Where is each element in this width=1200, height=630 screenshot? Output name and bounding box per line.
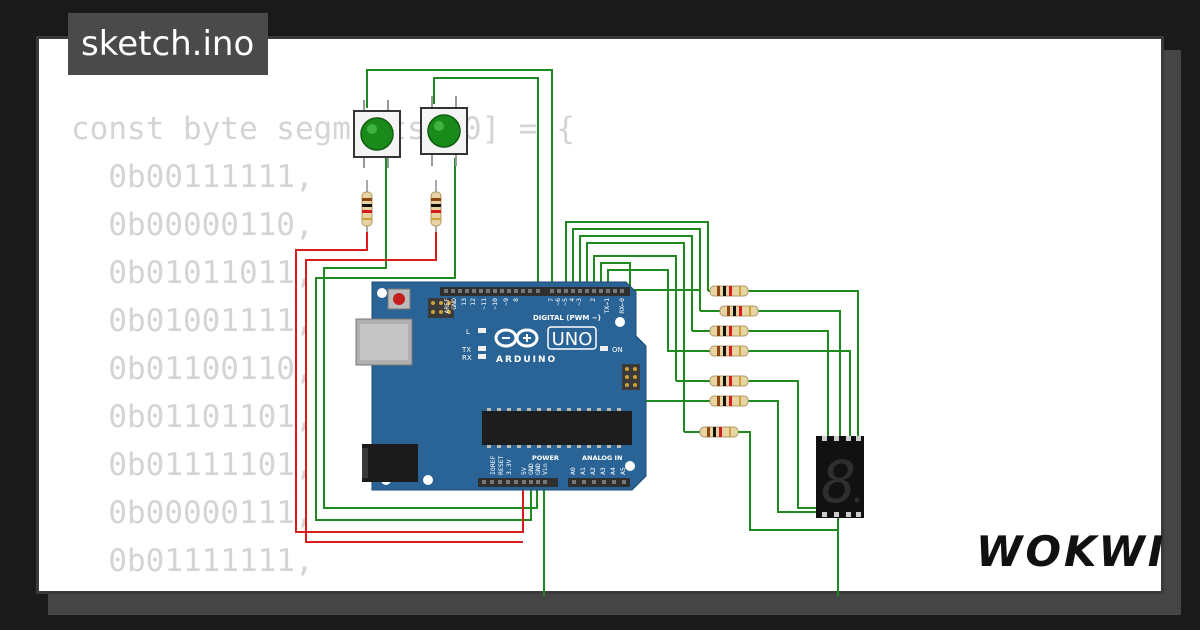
- pin-label: 2: [589, 298, 597, 302]
- power-pin-label: 5V: [520, 467, 528, 475]
- resistor-segment-b[interactable]: [719, 305, 759, 317]
- board-model: UNO: [552, 329, 593, 350]
- wires: [295, 69, 859, 596]
- wire-pin3[interactable]: [593, 255, 677, 381]
- code-line: 0b01111111,: [71, 543, 314, 579]
- resistor-segment-c[interactable]: [709, 325, 749, 337]
- led-l-label: L: [466, 328, 470, 336]
- resistor-segment-f[interactable]: [709, 395, 749, 407]
- power-pin-label: RESET: [497, 455, 505, 475]
- wire-button1-pin[interactable]: [366, 69, 553, 292]
- power-pin-label: 3.3V: [505, 459, 513, 475]
- microcontroller-chip: [482, 411, 632, 445]
- pin-label: ~10: [491, 298, 499, 310]
- code-line: 0b01111101,: [71, 447, 314, 483]
- digital-label: DIGITAL (PWM ~): [533, 314, 601, 322]
- pin-label: ~6: [554, 298, 562, 306]
- analog-pin-label: A0: [569, 467, 577, 475]
- code-line: 0b01100110,: [71, 351, 314, 387]
- code-line: 0b00000110,: [71, 207, 314, 243]
- wire-seg-b[interactable]: [758, 310, 841, 438]
- led-on: [600, 346, 608, 351]
- pin-label: 13: [460, 298, 468, 306]
- analog-pin-label: A1: [579, 467, 587, 475]
- seven-segment-display[interactable]: 8: [816, 436, 864, 518]
- pin-label: ~5: [561, 298, 569, 306]
- digital-header[interactable]: [440, 287, 630, 296]
- led-rx-label: RX: [462, 354, 472, 362]
- pin-label: 8: [512, 298, 520, 302]
- code-line: 0b01001111,: [71, 303, 314, 339]
- power-pin-label: IOREF: [489, 455, 497, 475]
- code-line: 0b01101101,: [71, 399, 314, 435]
- power-jack: [362, 444, 418, 482]
- wire-5v-2[interactable]: [305, 230, 523, 543]
- wire-pin1[interactable]: [607, 269, 710, 352]
- wire-res1-gnd[interactable]: [323, 158, 538, 509]
- wire-pin6[interactable]: [572, 228, 701, 311]
- led-tx: [478, 346, 486, 351]
- wire-pin2[interactable]: [600, 262, 700, 292]
- power-pin-label: Vin: [541, 463, 549, 475]
- wire-seg-e[interactable]: [748, 380, 818, 509]
- pin-label: ~11: [480, 298, 488, 310]
- file-name-tab[interactable]: sketch.ino: [68, 13, 269, 75]
- wire-res2-gnd[interactable]: [315, 158, 532, 521]
- resistor-segment-a[interactable]: [709, 285, 749, 297]
- power-label: POWER: [532, 454, 559, 462]
- led-on-label: ON: [612, 346, 623, 354]
- analog-pin-label: A3: [599, 467, 607, 475]
- pin-label: 4: [568, 298, 576, 302]
- wire-seg-a[interactable]: [748, 290, 859, 438]
- analog-pin-label: A5: [619, 467, 627, 475]
- pin-label: TX→1: [603, 298, 611, 314]
- resistor-segment-g[interactable]: [699, 426, 739, 438]
- wire-seg-c[interactable]: [748, 330, 829, 438]
- pin-label: RX←0: [618, 298, 626, 314]
- power-pin-label: GND: [534, 463, 542, 475]
- analog-label: ANALOG IN: [582, 454, 622, 462]
- pin-label: GND: [450, 298, 458, 310]
- led-l: [478, 328, 486, 333]
- wire-pin7[interactable]: [565, 221, 709, 292]
- wire-pin4[interactable]: [586, 242, 685, 432]
- resistor-segment-d[interactable]: [709, 345, 749, 357]
- board-name: ARDUINO: [496, 355, 557, 365]
- pin-label: AREF: [443, 298, 451, 314]
- arduino-uno-board[interactable]: AREF GND 13 12 ~11 ~10 ~9 8 7 ~6 ~5 4 ~3…: [355, 281, 647, 491]
- wire-5v-1[interactable]: [295, 230, 524, 533]
- wire-button2-pin[interactable]: [433, 77, 539, 292]
- analog-pin-label: A2: [589, 467, 597, 475]
- pushbutton-1[interactable]: [353, 100, 401, 168]
- resistor-pulldown-2[interactable]: [430, 180, 442, 232]
- resistor-pulldown-1[interactable]: [361, 180, 373, 232]
- pin-label: ~9: [502, 298, 510, 306]
- resistor-segment-e[interactable]: [709, 375, 749, 387]
- code-line: 0b01011011,: [71, 255, 314, 291]
- power-pin-label: GND: [527, 463, 535, 475]
- display-digit: 8: [822, 448, 857, 516]
- wokwi-logo: WOKWI: [976, 527, 1167, 576]
- arduino-logo-icon: [494, 328, 539, 348]
- code-line: 0b00111111,: [71, 159, 314, 195]
- wire-seg-f[interactable]: [748, 400, 826, 513]
- wire-pin5[interactable]: [579, 235, 693, 331]
- led-rx: [478, 354, 486, 359]
- pin-label: ~3: [575, 298, 583, 306]
- pin-label: 7: [547, 298, 555, 302]
- led-tx-label: TX: [461, 346, 471, 354]
- wire-seg-d[interactable]: [748, 350, 851, 438]
- analog-pin-label: A4: [609, 467, 617, 475]
- analog-header[interactable]: [568, 478, 630, 487]
- code-background: const byte segments[10] = { 0b00111111, …: [71, 105, 575, 591]
- pushbutton-2[interactable]: [420, 96, 468, 166]
- code-line: 0b00000111,: [71, 495, 314, 531]
- pin-label: 12: [469, 298, 477, 306]
